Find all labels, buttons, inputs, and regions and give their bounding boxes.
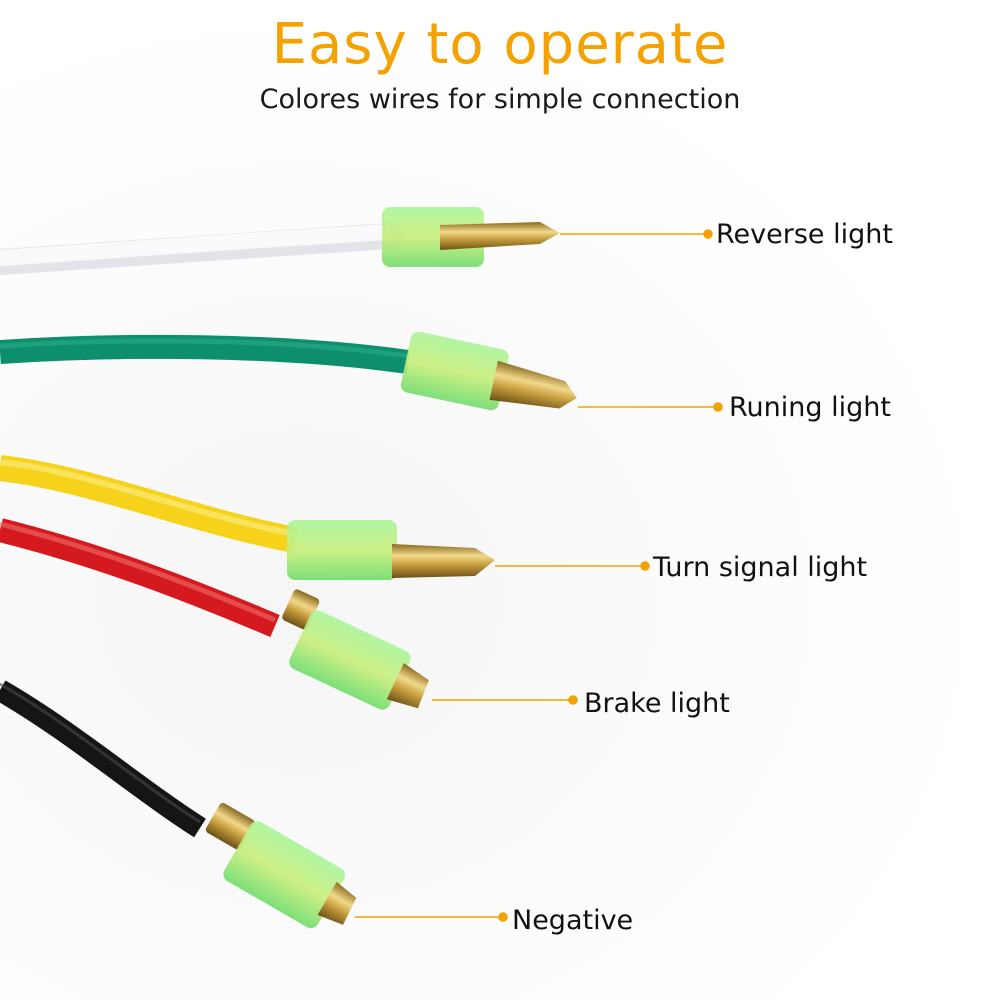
wire-green <box>0 331 577 411</box>
page-subtitle: Colores wires for simple connection <box>259 84 741 115</box>
label-reverse-light: Reverse light <box>716 219 893 250</box>
connector-turn-signal <box>287 520 495 580</box>
label-runing-light: Runing light <box>729 392 891 423</box>
label-turn-signal-light: Turn signal light <box>653 552 868 583</box>
connector-brake <box>282 589 429 710</box>
label-brake-light: Brake light <box>584 688 730 719</box>
label-negative: Negative <box>512 905 634 936</box>
wire-yellow <box>0 455 495 580</box>
wire-red <box>0 518 429 710</box>
connector-runing <box>400 331 577 411</box>
connector-reverse <box>382 207 560 267</box>
leader-lines <box>355 229 723 922</box>
wire-black <box>0 680 357 929</box>
page-title: Easy to operate <box>271 12 729 77</box>
connector-negative <box>205 802 357 929</box>
wire-white <box>0 207 560 275</box>
